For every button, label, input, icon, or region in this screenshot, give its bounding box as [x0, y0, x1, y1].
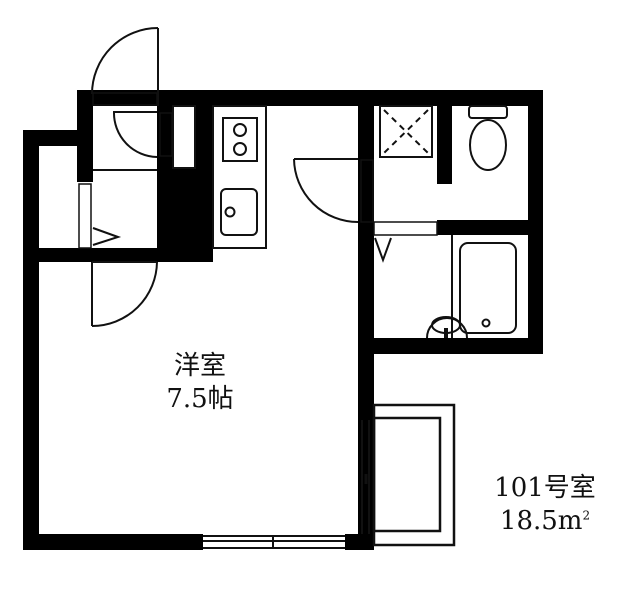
- unit-area-value: 18.5m: [499, 505, 583, 536]
- room-label: 洋室 7.5帖: [130, 350, 270, 415]
- toilet-icon: [468, 105, 508, 171]
- closet-arrow: [92, 227, 122, 246]
- balcony: [361, 403, 456, 547]
- unit-label: 101号室 18.5m2: [470, 472, 620, 537]
- unit-area-superscript: 2: [582, 507, 591, 522]
- sink-icon: [220, 188, 258, 236]
- bathtub-icon: [459, 242, 517, 334]
- shoe-closet-door: [112, 111, 158, 158]
- bath-door-arrow: [374, 237, 392, 263]
- unit-area: 18.5m2: [470, 505, 620, 538]
- closet-panel: [78, 183, 92, 249]
- room-door: [91, 261, 158, 327]
- kitchen-counter: [212, 105, 267, 249]
- walls: [23, 90, 543, 550]
- entrance-door: [91, 27, 159, 171]
- stove-icon: [222, 117, 258, 162]
- washroom-door: [293, 158, 374, 223]
- room-size: 7.5帖: [166, 383, 234, 414]
- washbasin-icon: [426, 316, 468, 339]
- bottom-window: [203, 535, 345, 549]
- room-name: 洋室: [173, 351, 226, 381]
- washing-machine-pan-icon: [379, 105, 433, 158]
- unit-number: 101号室: [494, 473, 596, 503]
